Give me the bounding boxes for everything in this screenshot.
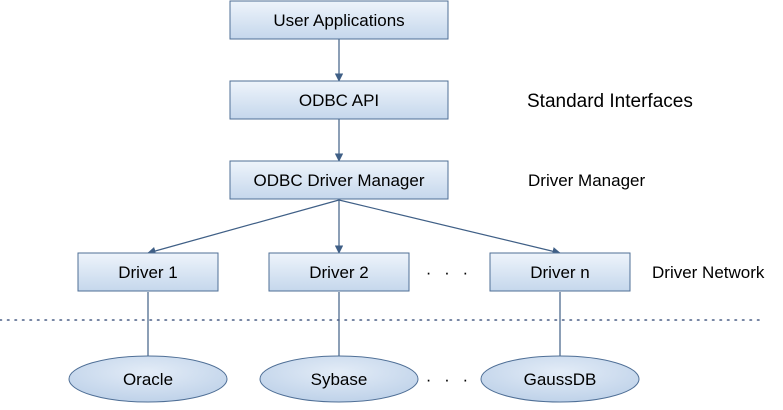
oracle-database: Oracle bbox=[68, 355, 228, 403]
drivers-ellipsis: · · · bbox=[426, 263, 472, 282]
arrow-manager-to-driver-n bbox=[338, 199, 561, 256]
driver-1-label: Driver 1 bbox=[118, 263, 178, 282]
driver-2-box: Driver 2 bbox=[268, 252, 410, 292]
driver-network-label: Driver Network bbox=[652, 263, 765, 282]
oracle-label: Oracle bbox=[123, 370, 173, 389]
driver-n-box: Driver n bbox=[489, 252, 631, 292]
gaussdb-database: GaussDB bbox=[480, 355, 640, 403]
driver-manager-box: ODBC Driver Manager bbox=[229, 160, 449, 200]
driver-manager-label: ODBC Driver Manager bbox=[254, 171, 425, 190]
arrow-manager-to-driver-1 bbox=[147, 199, 340, 256]
odbc-api-box: ODBC API bbox=[229, 80, 449, 120]
sybase-label: Sybase bbox=[311, 370, 368, 389]
odbc-api-label: ODBC API bbox=[299, 91, 379, 110]
driver-n-label: Driver n bbox=[530, 263, 590, 282]
driver-2-label: Driver 2 bbox=[309, 263, 369, 282]
sybase-database: Sybase bbox=[259, 355, 419, 403]
gaussdb-label: GaussDB bbox=[524, 370, 597, 389]
standard-interfaces-label: Standard Interfaces bbox=[527, 91, 693, 112]
user-applications-box: User Applications bbox=[229, 0, 449, 40]
databases-ellipsis: · · · bbox=[426, 370, 472, 389]
driver-1-box: Driver 1 bbox=[77, 252, 219, 292]
user-applications-label: User Applications bbox=[273, 11, 404, 30]
driver-manager-side-label: Driver Manager bbox=[528, 171, 645, 190]
